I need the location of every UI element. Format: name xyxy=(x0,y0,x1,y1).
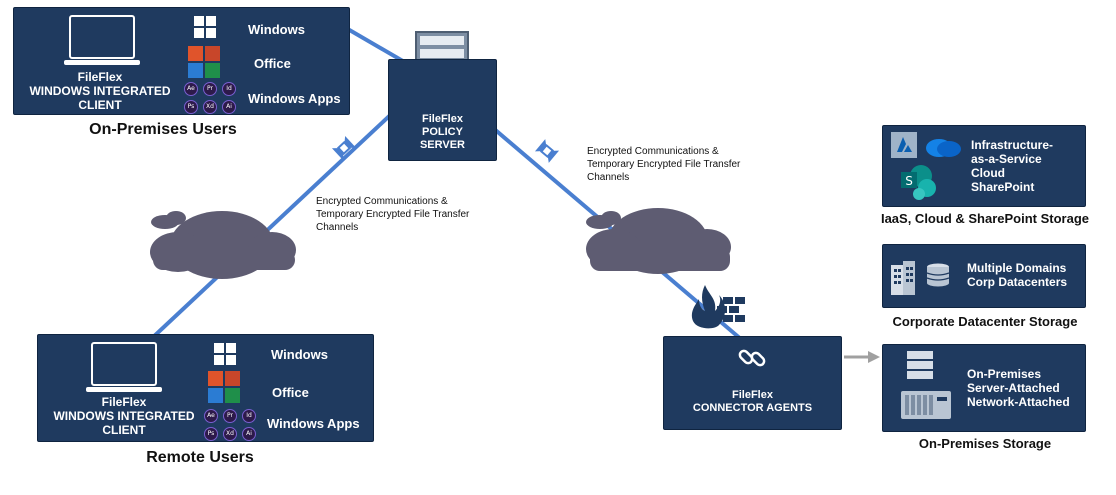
encryption-note-right: Encrypted Communications & Temporary Enc… xyxy=(587,146,741,183)
storage-label-datacenter: Multiple Domains Corp Datacenters xyxy=(967,261,1068,289)
lock-icon-right xyxy=(534,139,560,163)
policy-server-label: FileFlex POLICY SERVER xyxy=(419,113,466,151)
internet-cloud-left xyxy=(150,211,296,279)
laptop-icon xyxy=(86,342,162,392)
onprem-client-label: FileFlex WINDOWS INTEGRATED CLIENT xyxy=(29,70,171,112)
office-icon xyxy=(208,371,240,403)
database-icon xyxy=(926,263,950,287)
svg-text:S: S xyxy=(905,174,913,188)
adobe-apps-icon: Ae Pr Id Ps Xd Ai xyxy=(184,82,242,116)
connector-agents-label: FileFlex CONNECTOR AGENTS xyxy=(692,389,813,414)
azure-icon xyxy=(891,132,917,158)
remote-app-windows: Windows xyxy=(271,347,328,362)
onprem-app-windows: Windows xyxy=(248,22,305,37)
windows-icon xyxy=(194,16,216,38)
remote-users-caption: Remote Users xyxy=(146,449,254,466)
onedrive-cloud-icon xyxy=(926,139,961,157)
sharepoint-icon: S xyxy=(901,165,936,200)
storage-caption-datacenter: Corporate Datacenter Storage xyxy=(892,314,1078,329)
storage-box-iaas: S Infrastructure- as-a-Service Cloud Sha… xyxy=(882,125,1086,207)
encryption-note-left: Encrypted Communications & Temporary Enc… xyxy=(316,196,470,233)
link-server-to-remote xyxy=(148,74,434,342)
remote-app-office: Office xyxy=(272,385,309,400)
remote-users-box: FileFlex WINDOWS INTEGRATED CLIENT Windo… xyxy=(37,334,374,442)
storage-box-datacenter: Multiple Domains Corp Datacenters xyxy=(882,244,1086,308)
internet-cloud-right xyxy=(586,208,731,274)
lock-icon-left xyxy=(331,136,357,160)
laptop-icon xyxy=(64,15,140,65)
nas-icon xyxy=(901,391,951,419)
onprem-app-office: Office xyxy=(254,56,291,71)
storage-label-onprem: On-Premises Server-Attached Network-Atta… xyxy=(967,367,1070,409)
firewall-icon xyxy=(691,285,745,329)
storage-caption-iaas: IaaS, Cloud & SharePoint Storage xyxy=(880,211,1090,226)
server-rack-icon xyxy=(907,351,933,379)
adobe-apps-icon: Ae Pr Id Ps Xd Ai xyxy=(204,409,262,443)
onprem-users-box: FileFlex WINDOWS INTEGRATED CLIENT Windo… xyxy=(13,7,350,115)
storage-arrow xyxy=(844,351,880,363)
remote-app-windows-apps: Windows Apps xyxy=(267,416,360,431)
office-building-icon xyxy=(891,261,915,295)
office-icon xyxy=(188,46,220,78)
storage-label-iaas: Infrastructure- as-a-Service Cloud Share… xyxy=(971,138,1054,194)
storage-box-onprem: On-Premises Server-Attached Network-Atta… xyxy=(882,344,1086,432)
windows-icon xyxy=(214,343,236,365)
policy-server-box: FileFlex POLICY SERVER xyxy=(388,59,497,161)
remote-client-label: FileFlex WINDOWS INTEGRATED CLIENT xyxy=(53,395,195,437)
chain-link-icon xyxy=(738,349,766,367)
onprem-users-caption: On-Premises Users xyxy=(89,121,237,138)
onprem-app-windows-apps: Windows Apps xyxy=(248,91,341,106)
connector-agents-box: FileFlex CONNECTOR AGENTS xyxy=(663,336,842,430)
storage-caption-onprem: On-Premises Storage xyxy=(918,436,1052,451)
